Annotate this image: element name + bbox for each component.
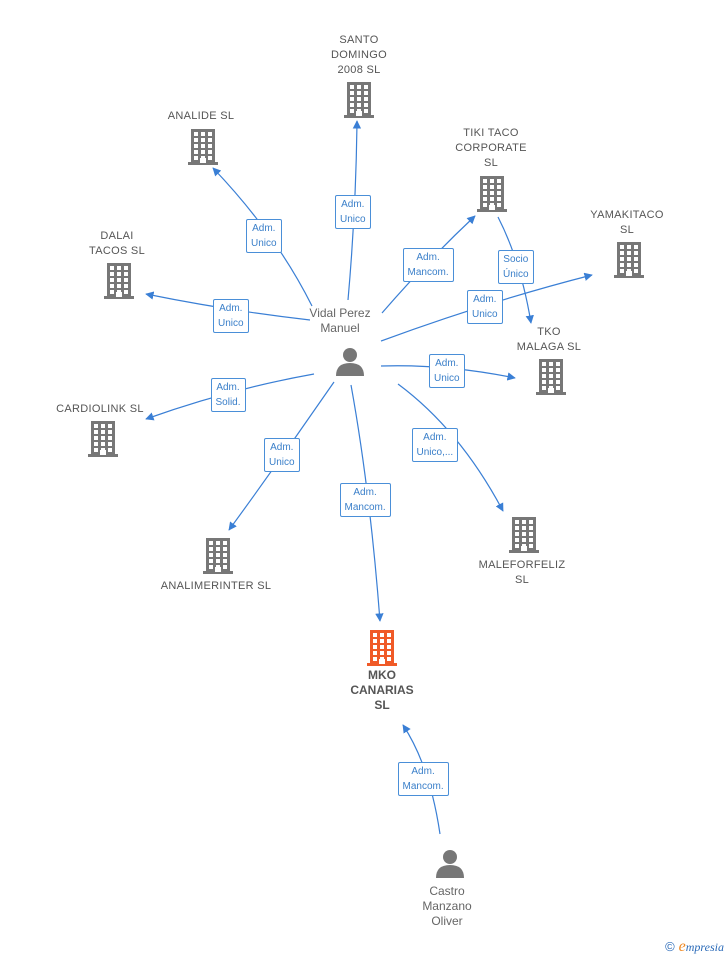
edge-label-vidal-yamakitaco: Adm. Unico <box>467 290 503 324</box>
person-icon-vidal[interactable] <box>336 348 364 376</box>
edge-label-vidal-dalai: Adm. Unico <box>213 299 249 333</box>
footer-brand[interactable]: ©empresia <box>665 938 724 956</box>
building-icon-tko[interactable] <box>536 359 566 395</box>
edge-label-vidal-santo: Adm. Unico <box>335 195 371 229</box>
edge-label-vidal-cardiolink: Adm. Solid. <box>210 378 246 412</box>
building-icon-dalai[interactable] <box>104 263 134 299</box>
node-label-yamakitaco[interactable]: YAMAKITACO SL <box>590 209 664 236</box>
edge-label-castro-mko: Adm. Mancom. <box>397 762 449 796</box>
edge-label-vidal-maleforfeliz: Adm. Unico,... <box>411 428 459 462</box>
building-icon-santo[interactable] <box>344 82 374 118</box>
node-label-dalai[interactable]: DALAI TACOS SL <box>89 230 145 257</box>
edge-label-vidal-analide: Adm. Unico <box>246 219 282 253</box>
person-icon-castro[interactable] <box>436 850 464 878</box>
building-icon-maleforfeliz[interactable] <box>509 517 539 553</box>
edge-label-vidal-tiki: Adm. Mancom. <box>402 248 454 282</box>
node-label-santo[interactable]: SANTO DOMINGO 2008 SL <box>331 34 387 76</box>
node-label-maleforfeliz[interactable]: MALEFORFELIZ SL <box>478 559 566 586</box>
node-label-vidal[interactable]: Vidal Perez Manuel <box>309 306 371 335</box>
node-label-mko[interactable]: MKO CANARIAS SL <box>350 668 414 712</box>
copyright-symbol: © <box>665 939 675 954</box>
building-icon-analide[interactable] <box>188 129 218 165</box>
brand-initial: e <box>678 938 686 955</box>
node-label-tko[interactable]: TKO MALAGA SL <box>516 326 582 353</box>
node-label-tiki[interactable]: TIKI TACO CORPORATE SL <box>455 127 527 169</box>
brand-name: mpresia <box>685 940 724 954</box>
building-icon-yamakitaco[interactable] <box>614 242 644 278</box>
node-label-cardiolink[interactable]: CARDIOLINK SL <box>56 403 144 415</box>
node-label-analimerinter[interactable]: ANALIMERINTER SL <box>160 580 272 592</box>
edge-label-vidal-tko: Adm. Unico <box>429 354 465 388</box>
edge-label-tiki-tko: Socio Único <box>498 250 534 284</box>
node-label-analide[interactable]: ANALIDE SL <box>167 110 235 122</box>
edge-label-vidal-analimerinter: Adm. Unico <box>264 438 300 472</box>
building-icon-cardiolink[interactable] <box>88 421 118 457</box>
edge-label-vidal-mko: Adm. Mancom. <box>339 483 391 517</box>
building-icon-tiki[interactable] <box>477 176 507 212</box>
node-label-castro[interactable]: Castro Manzano Oliver <box>422 884 472 928</box>
building-icon-mko[interactable] <box>367 630 397 666</box>
building-icon-analimerinter[interactable] <box>203 538 233 574</box>
